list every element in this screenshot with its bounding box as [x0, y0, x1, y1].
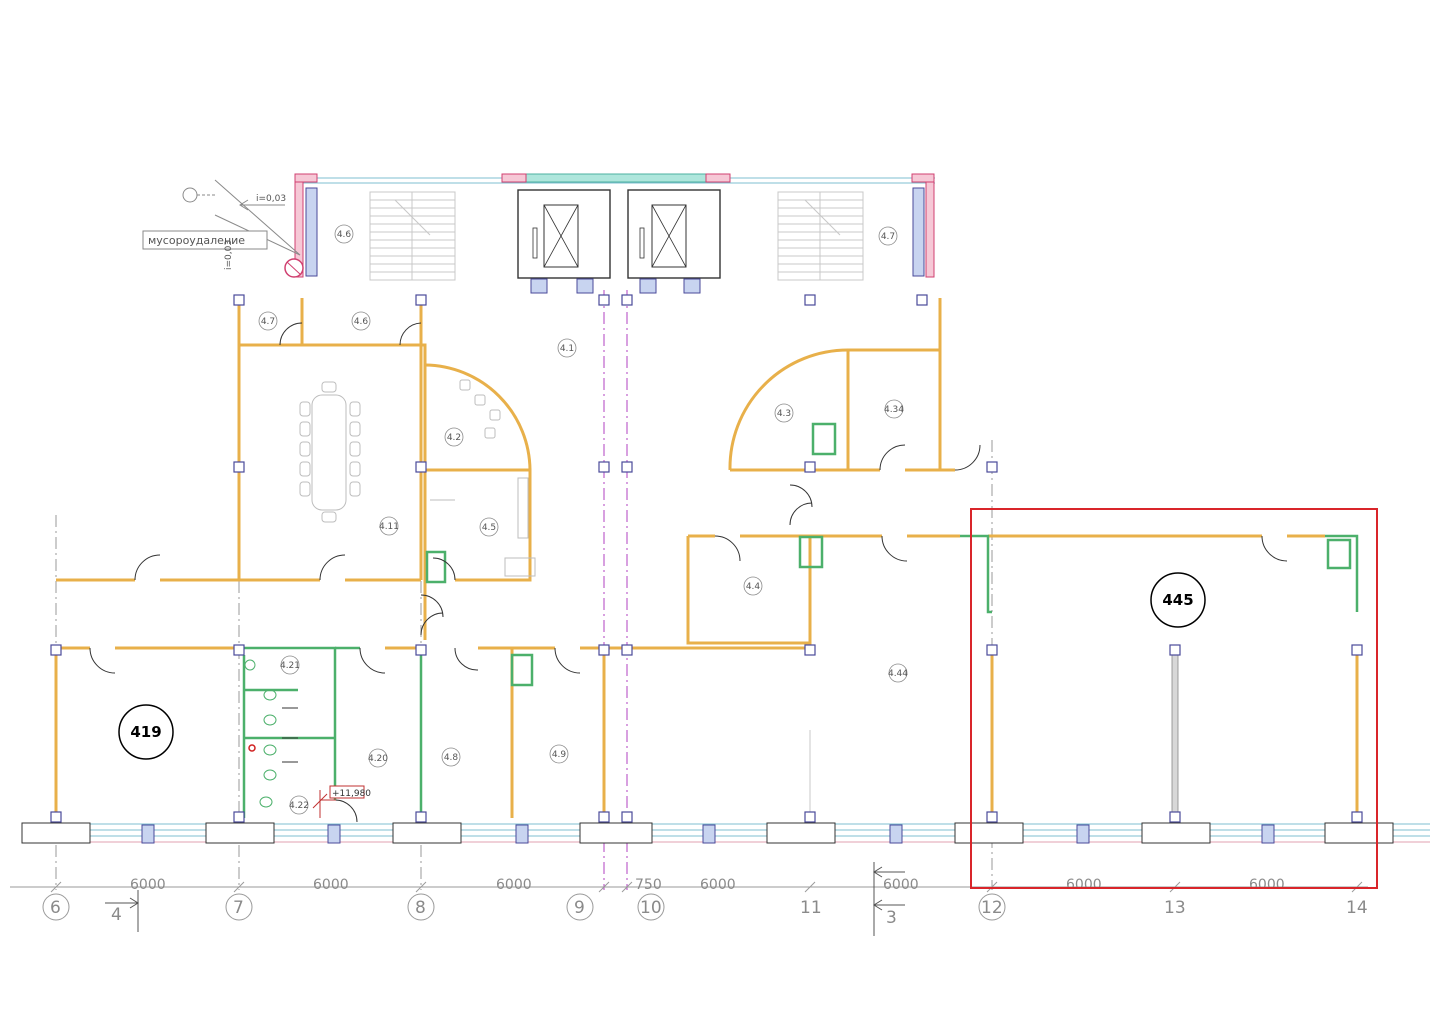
- dim-7-8: 6000: [313, 877, 349, 893]
- room-4-9: 4.9: [552, 750, 567, 760]
- dim-12-13: 6000: [1066, 877, 1102, 893]
- columns: [50, 294, 1363, 823]
- room-4-7: 4.7: [261, 317, 275, 327]
- room-label-circles: [258, 224, 908, 815]
- walls: [54, 298, 1359, 818]
- core-block: [294, 173, 935, 294]
- axis-bubbles: [42, 893, 1006, 921]
- elevation-mark: +11,980: [312, 785, 371, 818]
- room-4-1: 4.1: [560, 344, 574, 354]
- slope-label-v: i=0,03: [224, 240, 234, 270]
- elevation-label: +11,980: [332, 789, 371, 799]
- room-4-34: 4.34: [884, 405, 904, 415]
- toilets: [244, 659, 298, 808]
- section-marks: [105, 862, 905, 936]
- doors: [89, 322, 1288, 823]
- dimension-line: 6000 6000 6000 750 6000 6000 6000 6000: [10, 877, 1368, 893]
- room-4-8: 4.8: [444, 753, 459, 763]
- room-4-44: 4.44: [888, 669, 908, 679]
- room-4-6: 4.6: [354, 317, 369, 327]
- partition-13: [809, 649, 1179, 819]
- green-partitions: [239, 422, 1359, 818]
- axis-10: 10: [640, 898, 662, 918]
- room-4-3: 4.3: [777, 409, 791, 419]
- unit-marker-445: 445: [1150, 572, 1206, 628]
- unit-marker-419: 419: [118, 704, 174, 760]
- axis-11: 11: [800, 898, 822, 918]
- facade: [21, 822, 1430, 844]
- axis-9: 9: [574, 898, 585, 918]
- section-mark-4: 4: [111, 905, 122, 925]
- axis-lines: [55, 290, 993, 890]
- room-4-2: 4.2: [447, 433, 461, 443]
- conference-table: [299, 379, 501, 523]
- room-4-11: 4.11: [379, 522, 399, 532]
- dim-8-9: 6000: [496, 877, 532, 893]
- room-4-6-top: 4.6: [337, 230, 352, 240]
- dim-11-12: 6000: [883, 877, 919, 893]
- axis-13: 13: [1164, 898, 1186, 918]
- dim-13-14: 6000: [1249, 877, 1285, 893]
- section-mark-3: 3: [886, 908, 897, 928]
- room-4-21: 4.21: [280, 661, 300, 671]
- axis-12: 12: [981, 898, 1003, 918]
- slope-label-h: i=0,03: [256, 194, 286, 204]
- room-4-7-top: 4.7: [881, 232, 895, 242]
- trash-chute-label: мусороудаление: [148, 234, 245, 247]
- curved-walls: [424, 348, 849, 471]
- trash-chute-annotation: i=0,03 мусороудаление i=0,03: [142, 179, 304, 278]
- axis-6: 6: [50, 898, 61, 918]
- dim-9-10: 750: [635, 877, 662, 893]
- dim-6-7: 6000: [130, 877, 166, 893]
- highlight-frame-445: [970, 508, 1378, 889]
- axis-7: 7: [233, 898, 244, 918]
- kitchenette: [430, 477, 536, 577]
- axis-8: 8: [415, 898, 426, 918]
- unit-445-label: 445: [1162, 591, 1193, 609]
- room-4-22: 4.22: [289, 801, 309, 811]
- unit-419-label: 419: [130, 723, 161, 741]
- axis-14: 14: [1346, 898, 1368, 918]
- room-4-5: 4.5: [482, 523, 496, 533]
- room-4-4: 4.4: [746, 582, 761, 592]
- dim-10-11: 6000: [700, 877, 736, 893]
- room-4-20: 4.20: [368, 754, 388, 764]
